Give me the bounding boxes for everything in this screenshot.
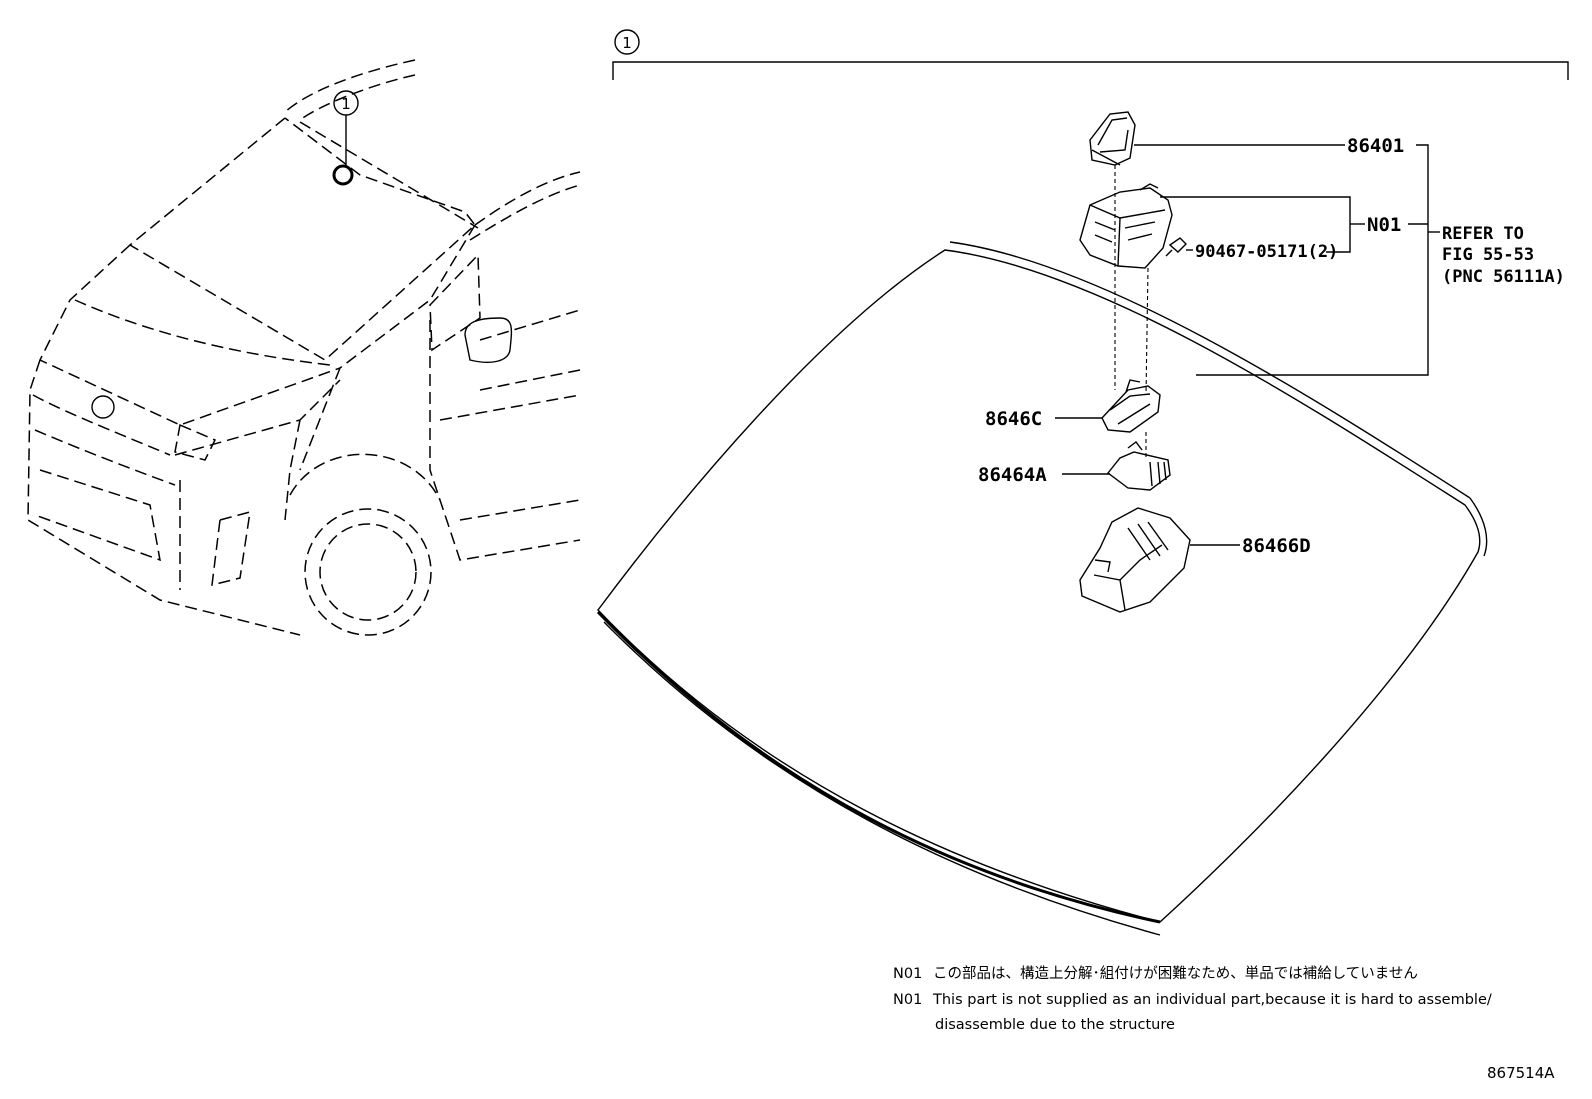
leader-lines <box>1055 144 1440 546</box>
label-8646c: 8646C <box>985 408 1042 430</box>
label-86401: 86401 <box>1347 135 1404 157</box>
part-86464a-clip <box>1107 441 1171 491</box>
note-jp-code: N01 <box>893 966 922 982</box>
part-8646c-bracket <box>1101 379 1161 433</box>
part-86466d-cover <box>1079 507 1191 613</box>
note-en-text-1: This part is not supplied as an individu… <box>932 992 1492 1008</box>
refer-line-1: REFER TO <box>1442 224 1524 244</box>
label-86464a: 86464A <box>978 464 1047 486</box>
label-n01: N01 <box>1367 214 1401 236</box>
vehicle-callout-circle <box>333 90 359 116</box>
windshield-glass <box>596 241 1488 936</box>
vehicle-front-illustration: 1 <box>27 59 581 636</box>
notes-block: N01 この部品は、構造上分解･組付けが困難なため、単品では補給していません N… <box>893 965 1492 1033</box>
label-86466d: 86466D <box>1242 535 1311 557</box>
refer-line-2: FIG 55-53 <box>1442 245 1534 265</box>
vehicle-callout-number: 1 <box>341 95 351 113</box>
assembly-callout-circle <box>614 29 640 55</box>
part-86401-cover <box>1089 111 1136 166</box>
note-jp-text: この部品は、構造上分解･組付けが困難なため、単品では補給していません <box>933 965 1418 982</box>
label-90467-05171: 90467-05171(2) <box>1195 242 1338 262</box>
assembly-callout-number: 1 <box>622 34 632 52</box>
refer-line-3: (PNC 56111A) <box>1442 267 1565 287</box>
note-en-code: N01 <box>893 992 922 1008</box>
part-n01-camera-assembly <box>1079 183 1187 269</box>
note-en-text-2: disassemble due to the structure <box>935 1017 1175 1033</box>
figure-id: 867514A <box>1487 1064 1555 1082</box>
assembly-bracket: 1 <box>612 29 1569 80</box>
